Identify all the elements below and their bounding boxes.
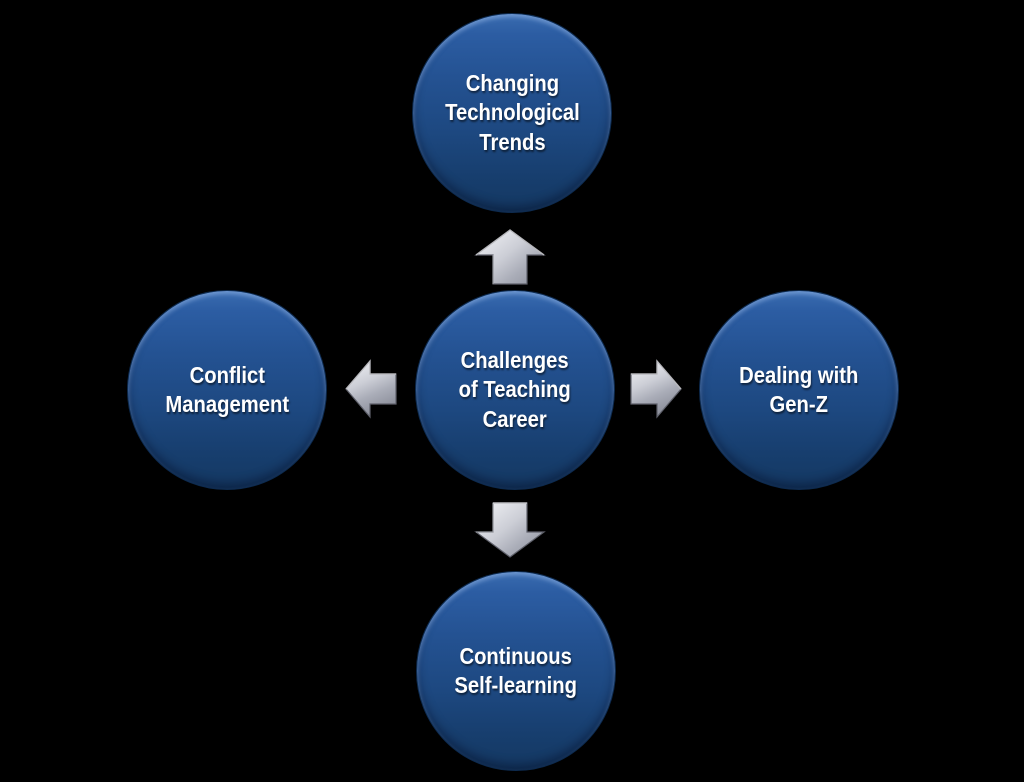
node-label-left: Conflict Management [165, 361, 289, 417]
node-challenges-of-teaching-career: Challenges of Teaching Career [415, 290, 615, 490]
down-arrow-icon [474, 502, 546, 558]
left-arrow-icon [345, 359, 397, 419]
node-label-bottom: Continuous Self-learning [454, 642, 578, 698]
node-label-right: Dealing with Gen-Z [739, 361, 859, 417]
node-label-top: Changing Technological Trends [444, 69, 580, 155]
node-label-center: Challenges of Teaching Career [458, 346, 572, 432]
up-arrow-icon [474, 229, 546, 285]
right-arrow-icon [630, 359, 682, 419]
node-conflict-management: Conflict Management [127, 290, 327, 490]
node-continuous-self-learning: Continuous Self-learning [416, 571, 616, 771]
node-changing-technological-trends: Changing Technological Trends [412, 13, 612, 213]
node-dealing-with-gen-z: Dealing with Gen-Z [699, 290, 899, 490]
